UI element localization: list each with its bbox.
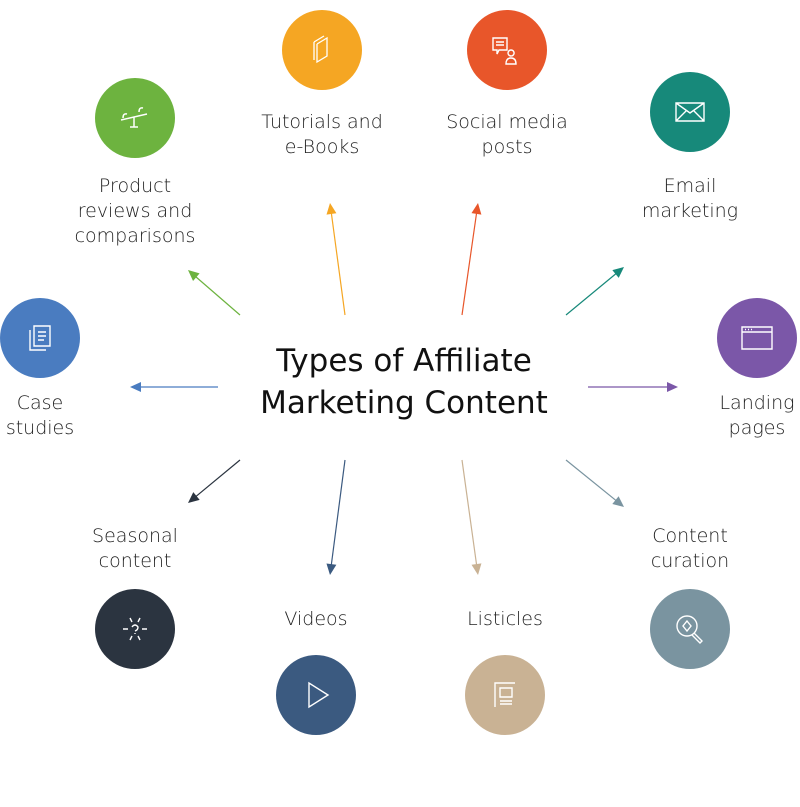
case-studies-label: Case studies	[0, 391, 140, 441]
label-line: Email	[663, 175, 717, 197]
listicles-arrow-line	[461, 459, 478, 568]
label-line: reviews and	[77, 200, 193, 222]
seasonal-circle	[95, 589, 175, 669]
social-media-label: Social media posts	[407, 110, 607, 160]
tutorials-arrow-line	[330, 210, 346, 316]
email-circle	[650, 72, 730, 152]
documents-icon	[29, 325, 51, 351]
seasonal-arrow-line	[193, 459, 241, 499]
tutorials-circle	[282, 10, 362, 90]
chat-person-icon	[492, 37, 517, 65]
email-arrow-line	[565, 271, 619, 316]
browser-window-icon	[741, 326, 773, 350]
title-line-2: Marketing Content	[260, 385, 548, 421]
listicles-label: Listicles	[405, 607, 605, 632]
videos-label: Videos	[216, 607, 416, 632]
label-line: studies	[5, 417, 75, 439]
product-reviews-label: Product reviews and comparisons	[35, 174, 235, 249]
label-line: Tutorials and	[261, 111, 383, 133]
social-media-circle	[467, 10, 547, 90]
magnifier-icon	[676, 615, 703, 644]
label-line: Content	[652, 525, 728, 547]
label-line: Product	[98, 175, 172, 197]
label-line: comparisons	[74, 225, 196, 247]
social-arrow-line	[461, 210, 478, 316]
product-arrowhead-icon	[188, 270, 200, 281]
content-curation-label: Content curation	[590, 524, 790, 574]
label-line: posts	[481, 136, 533, 158]
seesaw-icon	[120, 107, 148, 128]
seasonal-label: Seasonal content	[35, 524, 235, 574]
landing-arrowhead-icon	[667, 382, 678, 392]
label-line: e-Books	[284, 136, 360, 158]
label-line: curation	[650, 550, 730, 572]
videos-arrow-line	[330, 459, 346, 568]
landing-pages-circle	[717, 298, 797, 378]
case-studies-circle	[0, 298, 80, 378]
tutorials-arrowhead-icon	[326, 203, 337, 215]
title-line-1: Types of Affiliate	[276, 343, 532, 379]
curation-arrowhead-icon	[612, 496, 624, 507]
label-line: Seasonal	[92, 525, 178, 547]
label-line: Landing	[719, 392, 795, 414]
videos-arrowhead-icon	[326, 563, 337, 575]
book-icon	[313, 35, 328, 64]
listicles-circle	[465, 655, 545, 735]
curation-arrow-line	[565, 459, 619, 503]
list-page-icon	[494, 682, 515, 707]
label-line: pages	[728, 417, 786, 439]
label-line: Videos	[284, 608, 348, 630]
content-curation-circle	[650, 589, 730, 669]
email-label: Email marketing	[590, 174, 790, 224]
product-arrow-line	[193, 274, 241, 316]
envelope-icon	[675, 102, 705, 122]
sun-icon	[123, 617, 147, 641]
label-line: marketing	[641, 200, 739, 222]
label-line: content	[98, 550, 172, 572]
videos-circle	[276, 655, 356, 735]
label-line: Case	[16, 392, 64, 414]
seasonal-arrowhead-icon	[188, 492, 200, 503]
listicles-arrowhead-icon	[471, 563, 482, 575]
play-icon	[308, 681, 330, 709]
email-arrowhead-icon	[612, 267, 624, 278]
tutorials-label: Tutorials and e-Books	[222, 110, 422, 160]
label-line: Listicles	[467, 608, 543, 630]
social-arrowhead-icon	[471, 203, 482, 215]
product-reviews-circle	[95, 78, 175, 158]
landing-pages-label: Landing pages	[657, 391, 800, 441]
diagram-title: Types of Affiliate Marketing Content	[204, 340, 604, 424]
case-arrowhead-icon	[130, 382, 141, 392]
label-line: Social media	[446, 111, 568, 133]
